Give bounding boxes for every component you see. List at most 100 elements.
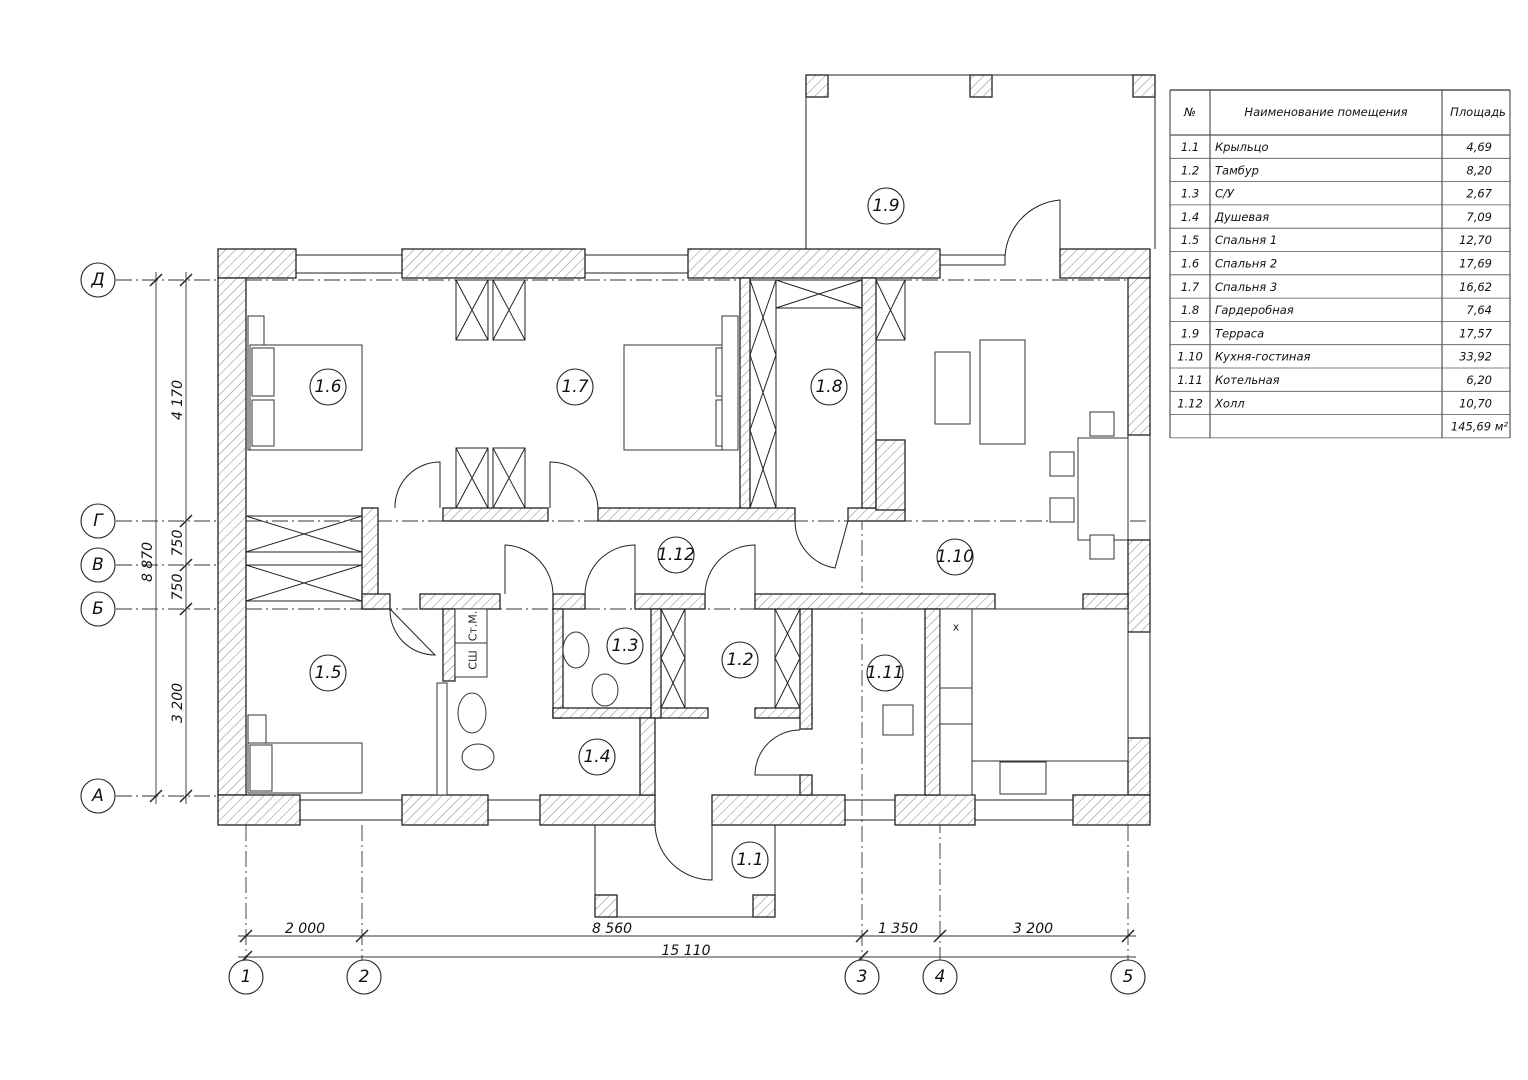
dim-left-total: 8 870 <box>140 542 156 582</box>
room-area-cell: 4,69 <box>1466 140 1492 154</box>
room-name-cell: Спальня 2 <box>1215 257 1277 271</box>
table-row: 1.8 Гардеробная 7,64 <box>1181 303 1492 317</box>
room-number-cell: 1.6 <box>1181 257 1199 271</box>
room-area-cell: 10,70 <box>1459 396 1492 410</box>
dining-table-icon <box>1077 437 1129 541</box>
table-header: Наименование помещения <box>1244 105 1407 119</box>
room-area-cell: 7,64 <box>1466 303 1492 317</box>
room-number: 1.4 <box>583 747 610 767</box>
table-row: 1.12 Холл 10,70 <box>1177 396 1492 410</box>
axis-label: Б <box>92 599 104 619</box>
room-number: 1.10 <box>936 547 974 567</box>
room-bubble <box>606 627 644 665</box>
room-bubble <box>309 368 347 406</box>
room-number: 1.12 <box>657 545 695 565</box>
room-number-cell: 1.7 <box>1181 280 1200 294</box>
room-bubble <box>731 841 769 879</box>
room-name-cell: Кухня-гостиная <box>1215 350 1311 364</box>
axis-label: 3 <box>857 967 868 987</box>
room-name-cell: Терраса <box>1215 326 1264 340</box>
room-bubble <box>657 536 695 574</box>
dim-left-3200: 3 200 <box>170 683 186 723</box>
dim-bottom-2000: 2 000 <box>285 921 325 937</box>
room-name-cell: Спальня 3 <box>1215 280 1277 294</box>
dim-bottom-3200: 3 200 <box>1013 921 1053 937</box>
axis-bubble <box>346 959 382 995</box>
room-number-cell: 1.10 <box>1177 350 1203 364</box>
room-number-cell: 1.1 <box>1181 140 1199 154</box>
room-bubble <box>866 654 904 692</box>
axis-label: 1 <box>241 967 252 987</box>
room-name-cell: С/У <box>1215 187 1235 201</box>
wardrobes <box>245 279 906 709</box>
axis-label: Г <box>93 511 104 531</box>
table-row: 1.7 Спальня 3 16,62 <box>1181 280 1492 294</box>
washer-label: Ст.М. <box>467 611 480 642</box>
dryer-label: СШ <box>467 650 480 669</box>
room-name-cell: Душевая <box>1214 210 1269 224</box>
room-name-cell: Холл <box>1214 396 1245 410</box>
axis-label: А <box>91 786 104 806</box>
room-bubble <box>867 187 905 225</box>
room-bubble <box>556 368 594 406</box>
toilet-icon <box>461 743 495 771</box>
stove-icon <box>939 687 973 725</box>
room-number-cell: 1.11 <box>1177 373 1203 387</box>
room-name-cell: Гардеробная <box>1215 303 1294 317</box>
sink-icon <box>999 761 1047 795</box>
room-number-cell: 1.8 <box>1181 303 1199 317</box>
room-area-cell: 17,57 <box>1459 326 1493 340</box>
axis-label: 2 <box>359 967 370 987</box>
room-number-cell: 1.3 <box>1181 187 1199 201</box>
room-area-cell: 16,62 <box>1459 280 1492 294</box>
room-number: 1.9 <box>872 196 899 216</box>
interior-walls <box>361 277 1129 796</box>
total-area: 145,69 м² <box>1451 420 1509 434</box>
axis-label: 5 <box>1123 967 1134 987</box>
toilet-icon <box>591 673 619 707</box>
room-area-cell: 6,20 <box>1466 373 1492 387</box>
dim-left-750-1: 750 <box>170 530 186 557</box>
room-number: 1.5 <box>314 663 341 683</box>
room-name-cell: Тамбур <box>1215 163 1259 177</box>
table-header: № <box>1183 105 1196 119</box>
dimension-lines <box>149 272 1136 964</box>
room-number: 1.8 <box>815 377 842 397</box>
axis-bubble <box>80 591 116 627</box>
sofa-icon <box>979 339 1026 445</box>
tv-table-icon <box>934 351 971 425</box>
dim-left-750-2: 750 <box>170 574 186 601</box>
room-area-cell: 12,70 <box>1459 233 1492 247</box>
terrace <box>805 74 1156 249</box>
room-area-cell: 17,69 <box>1459 257 1492 271</box>
axis-bubble <box>922 959 958 995</box>
axis-label: В <box>92 555 104 575</box>
axis-bubble <box>80 778 116 814</box>
boiler-icon <box>882 704 914 736</box>
axis-label: Д <box>90 270 104 290</box>
room-number: 1.1 <box>736 850 763 870</box>
room-number: 1.6 <box>314 377 341 397</box>
room-bubble <box>810 368 848 406</box>
washbasin-icon <box>562 631 590 669</box>
dim-left-4170: 4 170 <box>170 380 186 420</box>
room-bubble <box>578 738 616 776</box>
room-number-cell: 1.12 <box>1177 396 1203 410</box>
axis-bubble <box>80 547 116 583</box>
axis-bubble <box>80 262 116 298</box>
room-area-cell: 8,20 <box>1466 163 1492 177</box>
room-number: 1.7 <box>561 377 588 397</box>
room-area-cell: 7,09 <box>1466 210 1492 224</box>
room-name-cell: Крыльцо <box>1215 140 1269 154</box>
room-number: 1.3 <box>611 636 638 656</box>
